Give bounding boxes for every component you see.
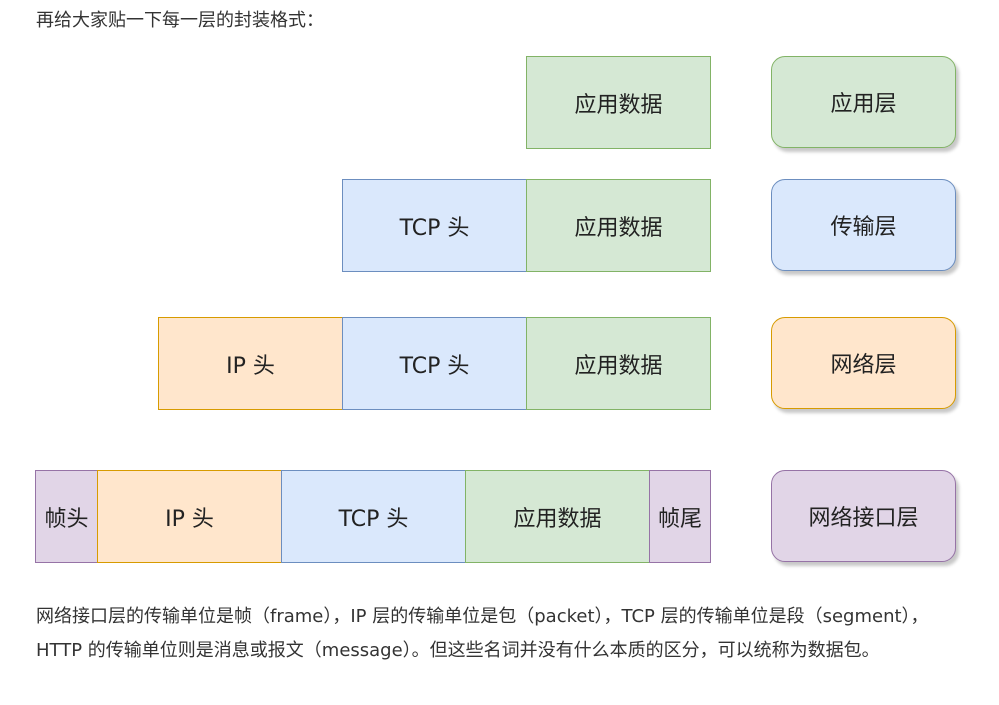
- layer-network: 网络层: [771, 317, 956, 409]
- ip-header-block-row3: IP 头: [158, 317, 343, 410]
- layer-link: 网络接口层: [771, 470, 956, 562]
- ip-header-block-row4: IP 头: [97, 470, 282, 563]
- tcp-header-block-row2: TCP 头: [342, 179, 527, 272]
- tcp-header-block-row3: TCP 头: [342, 317, 527, 410]
- frame-header-block: 帧头: [35, 470, 98, 563]
- app-data-block-row3: 应用数据: [526, 317, 711, 410]
- layer-transport: 传输层: [771, 179, 956, 271]
- summary-text: 网络接口层的传输单位是帧（frame），IP 层的传输单位是包（packet），…: [36, 606, 929, 661]
- tcp-header-block-row4: TCP 头: [281, 470, 466, 563]
- app-data-block-row2: 应用数据: [526, 179, 711, 272]
- intro-text: 再给大家贴一下每一层的封装格式：: [36, 10, 324, 31]
- app-data-block-row1: 应用数据: [526, 56, 711, 149]
- app-data-block-row4: 应用数据: [465, 470, 650, 563]
- frame-trailer-block: 帧尾: [649, 470, 711, 563]
- layer-application: 应用层: [771, 56, 956, 148]
